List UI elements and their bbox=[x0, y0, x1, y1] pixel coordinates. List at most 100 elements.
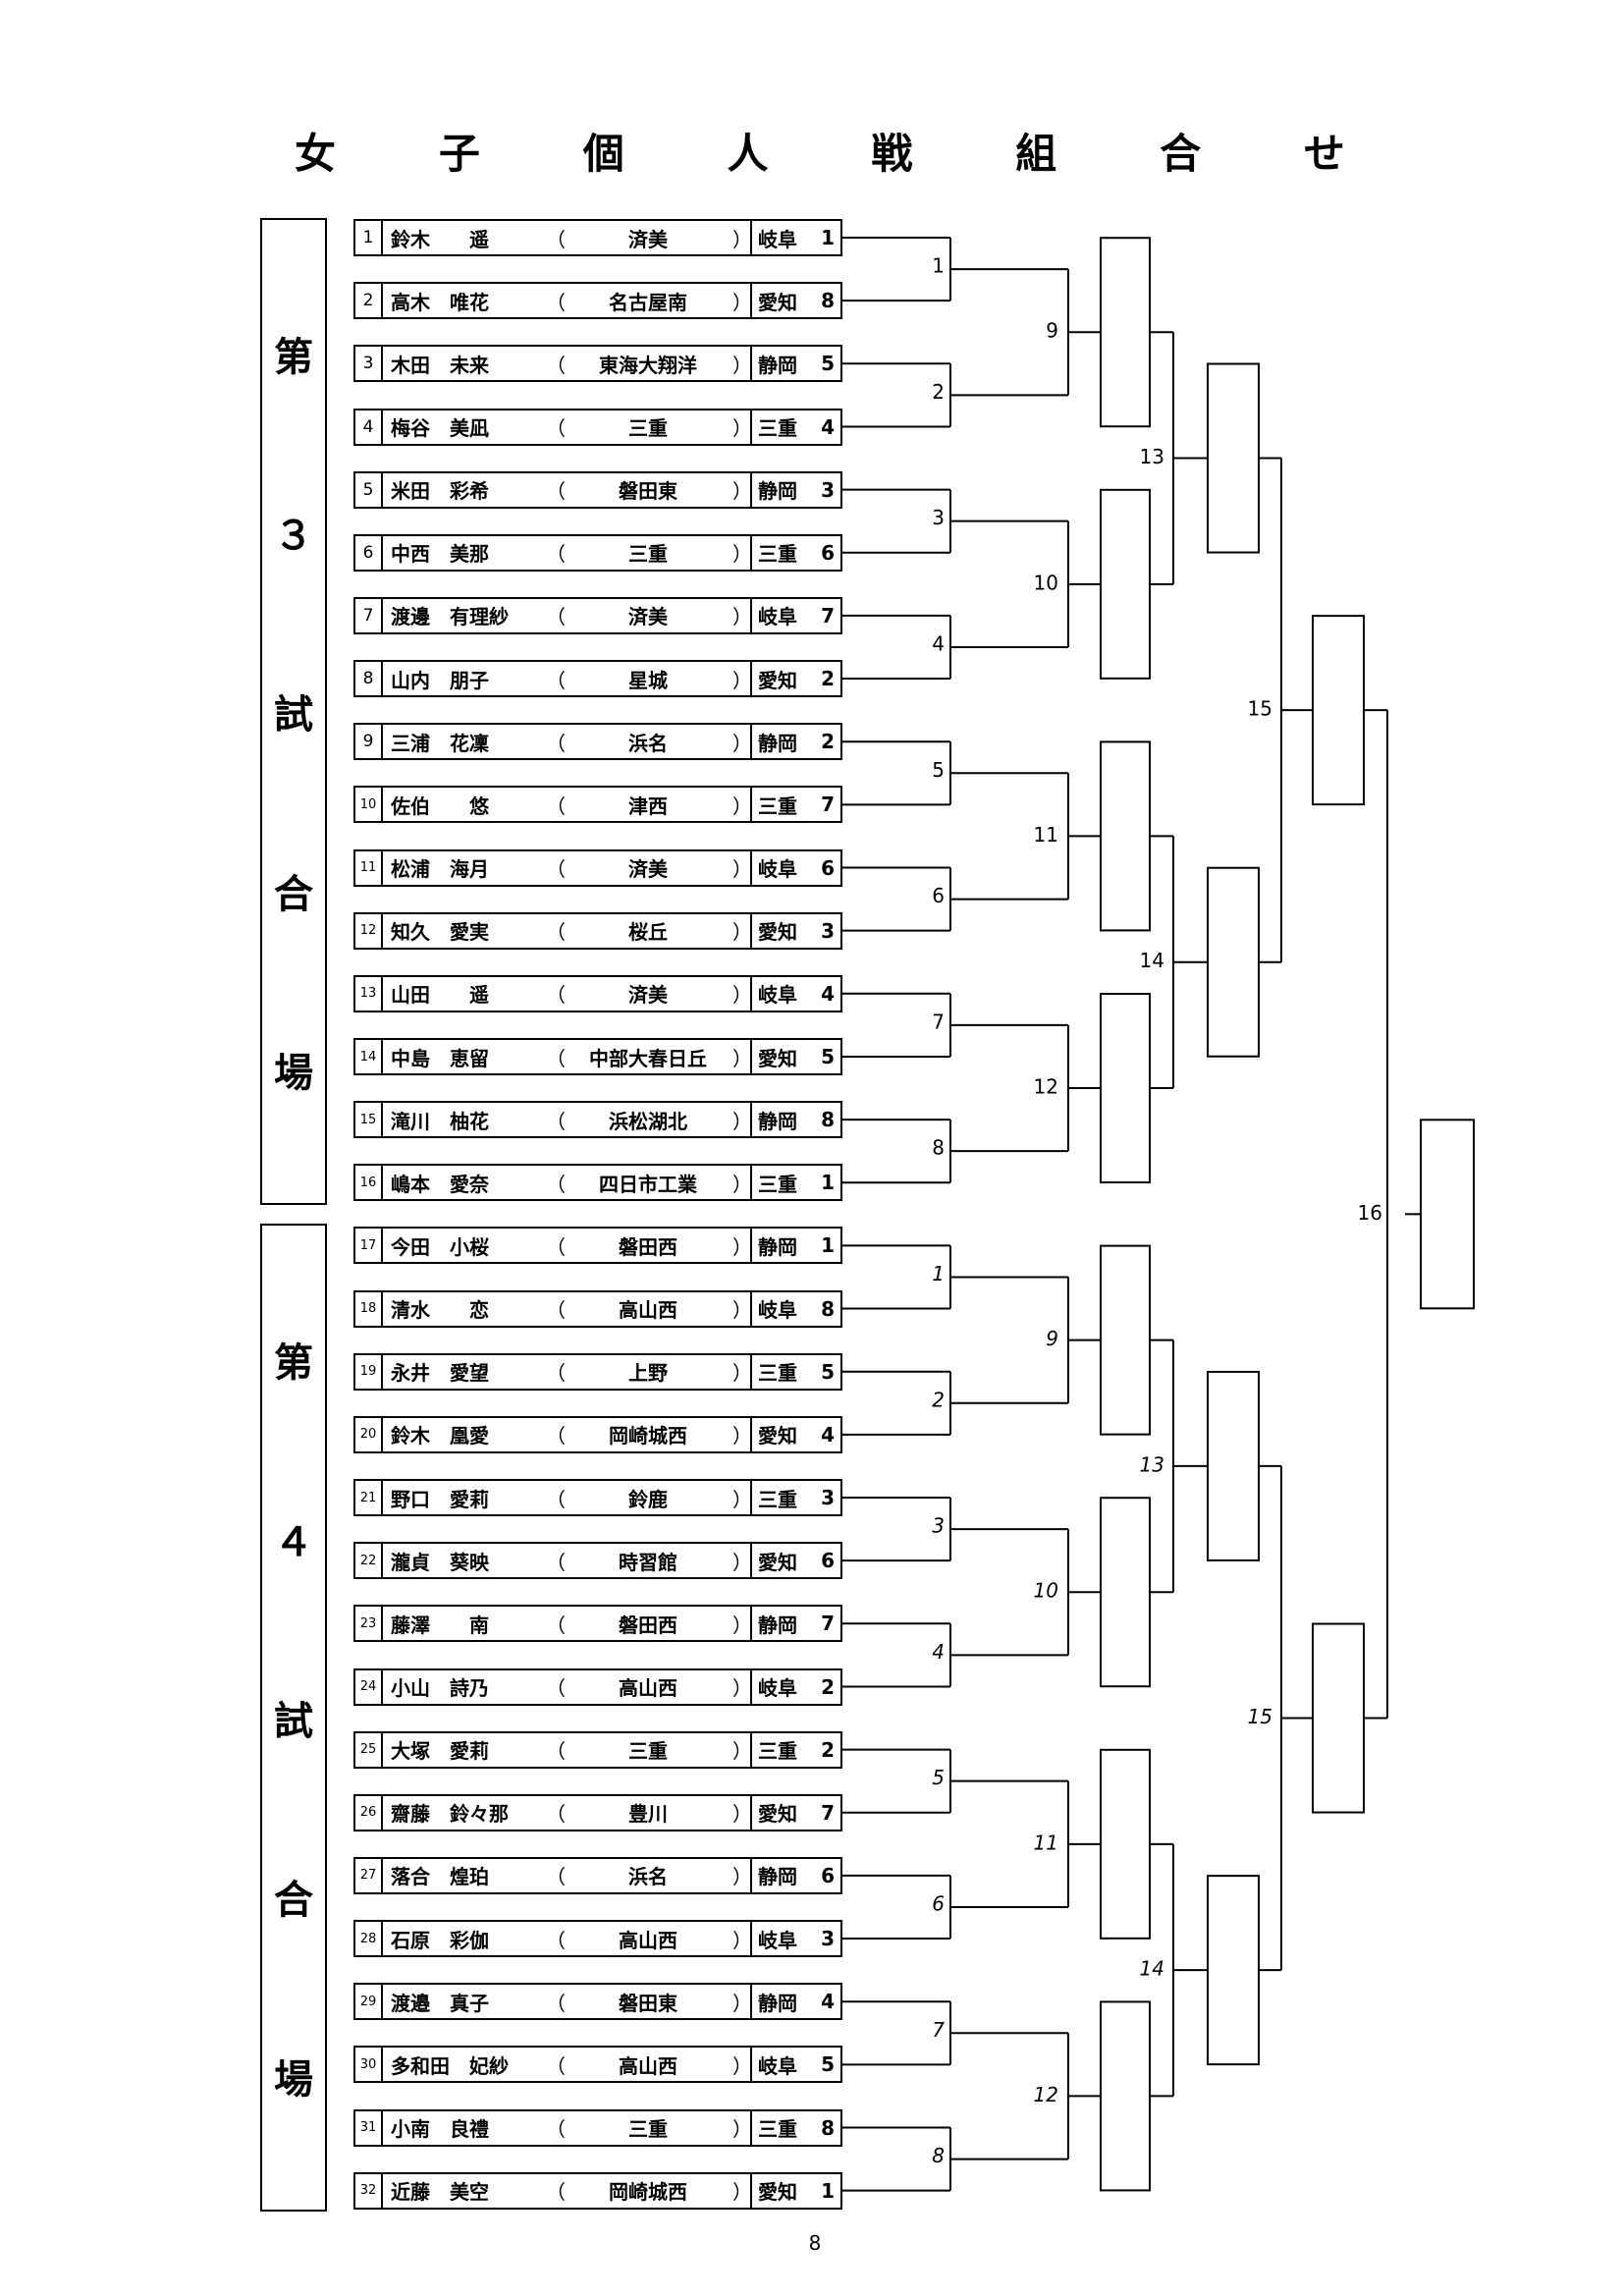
prefecture-cell: 岐阜 1 bbox=[750, 221, 840, 254]
prefecture-seed: 7 bbox=[821, 793, 835, 817]
prefecture-seed: 4 bbox=[821, 981, 835, 1006]
match-number: 3 bbox=[932, 1514, 945, 1538]
player-name: 中島 恵留 bbox=[391, 1046, 489, 1070]
entry-number: 25 bbox=[355, 1732, 383, 1767]
prefecture-name: 静岡 bbox=[758, 1613, 797, 1637]
paren-close: ） bbox=[732, 1361, 752, 1386]
paren-close: ） bbox=[732, 1424, 752, 1449]
entry-number: 27 bbox=[355, 1858, 383, 1892]
match-number: 10 bbox=[1034, 1579, 1058, 1603]
match-number: 2 bbox=[932, 380, 945, 404]
match-number: 8 bbox=[932, 2144, 945, 2167]
match-box-r3 bbox=[1207, 866, 1260, 1058]
prefecture-name: 愛知 bbox=[758, 920, 797, 945]
paren-close: ） bbox=[732, 857, 752, 881]
paren-open: （ bbox=[546, 2053, 566, 2078]
school-name: 済美 bbox=[628, 983, 668, 1008]
match-box-r2 bbox=[1100, 993, 1151, 1184]
school-name: 岡崎城西 bbox=[609, 2180, 687, 2205]
prefecture-seed: 7 bbox=[821, 603, 835, 628]
paren-close: ） bbox=[732, 1298, 752, 1323]
player-name: 木田 未来 bbox=[391, 353, 489, 377]
prefecture-seed: 8 bbox=[821, 1296, 835, 1321]
prefecture-name: 愛知 bbox=[758, 290, 797, 314]
title-char: せ bbox=[1303, 129, 1345, 178]
entry-number: 29 bbox=[355, 1985, 383, 2019]
paren-close: ） bbox=[732, 793, 752, 818]
paren-close: ） bbox=[732, 1109, 752, 1133]
school-name: 高山西 bbox=[619, 1676, 677, 1700]
match-number: 7 bbox=[932, 1010, 945, 1033]
match-number: 13 bbox=[1140, 445, 1164, 468]
paren-open: （ bbox=[546, 2180, 566, 2205]
player-name: 鈴木 凰愛 bbox=[391, 1424, 489, 1449]
school-name: 三重 bbox=[628, 416, 668, 440]
school-name: 磐田西 bbox=[619, 1613, 677, 1637]
prefecture-name: 静岡 bbox=[758, 1109, 797, 1133]
prefecture-name: 三重 bbox=[758, 793, 797, 818]
school-name: 岡崎城西 bbox=[609, 1424, 687, 1449]
entry-number: 2 bbox=[355, 284, 383, 318]
entry-number: 31 bbox=[355, 2110, 383, 2145]
paren-close: ） bbox=[732, 1172, 752, 1196]
match-number: 16 bbox=[1358, 1201, 1382, 1225]
match-number: 15 bbox=[1248, 1705, 1272, 1728]
prefecture-seed: 1 bbox=[821, 226, 835, 249]
player-name: 野口 愛莉 bbox=[391, 1487, 489, 1511]
paren-close: ） bbox=[732, 731, 752, 755]
paren-close: ） bbox=[732, 1802, 752, 1827]
paren-close: ） bbox=[732, 1928, 752, 1952]
prefecture-name: 愛知 bbox=[758, 1046, 797, 1070]
player-name: 大塚 愛莉 bbox=[391, 1739, 489, 1764]
paren-close: ） bbox=[732, 416, 752, 440]
player-name: 梅谷 美凪 bbox=[391, 416, 489, 440]
match-number: 2 bbox=[932, 1388, 945, 1411]
paren-close: ） bbox=[732, 1676, 752, 1700]
school-name: 高山西 bbox=[619, 1298, 677, 1323]
entry-number: 3 bbox=[355, 347, 383, 381]
school-name: 磐田東 bbox=[619, 479, 677, 504]
prefecture-name: 岐阜 bbox=[758, 227, 797, 251]
paren-open: （ bbox=[546, 1424, 566, 1449]
paren-open: （ bbox=[546, 1298, 566, 1323]
entry-number: 9 bbox=[355, 725, 383, 759]
match-box-r2 bbox=[1100, 1497, 1151, 1688]
match-number: 8 bbox=[932, 1136, 945, 1160]
entry-number: 12 bbox=[355, 913, 383, 948]
prefecture-seed: 3 bbox=[821, 1927, 835, 1951]
paren-open: （ bbox=[546, 1802, 566, 1827]
prefecture-seed: 2 bbox=[821, 667, 835, 691]
paren-close: ） bbox=[732, 290, 752, 314]
school-name: 高山西 bbox=[619, 1928, 677, 1952]
paren-close: ） bbox=[732, 1991, 752, 2015]
entry-number: 17 bbox=[355, 1229, 383, 1263]
paren-open: （ bbox=[546, 1109, 566, 1133]
paren-open: （ bbox=[546, 1550, 566, 1574]
paren-open: （ bbox=[546, 793, 566, 818]
entry-number: 10 bbox=[355, 788, 383, 822]
prefecture-name: 三重 bbox=[758, 1739, 797, 1764]
entry-number: 11 bbox=[355, 850, 383, 885]
